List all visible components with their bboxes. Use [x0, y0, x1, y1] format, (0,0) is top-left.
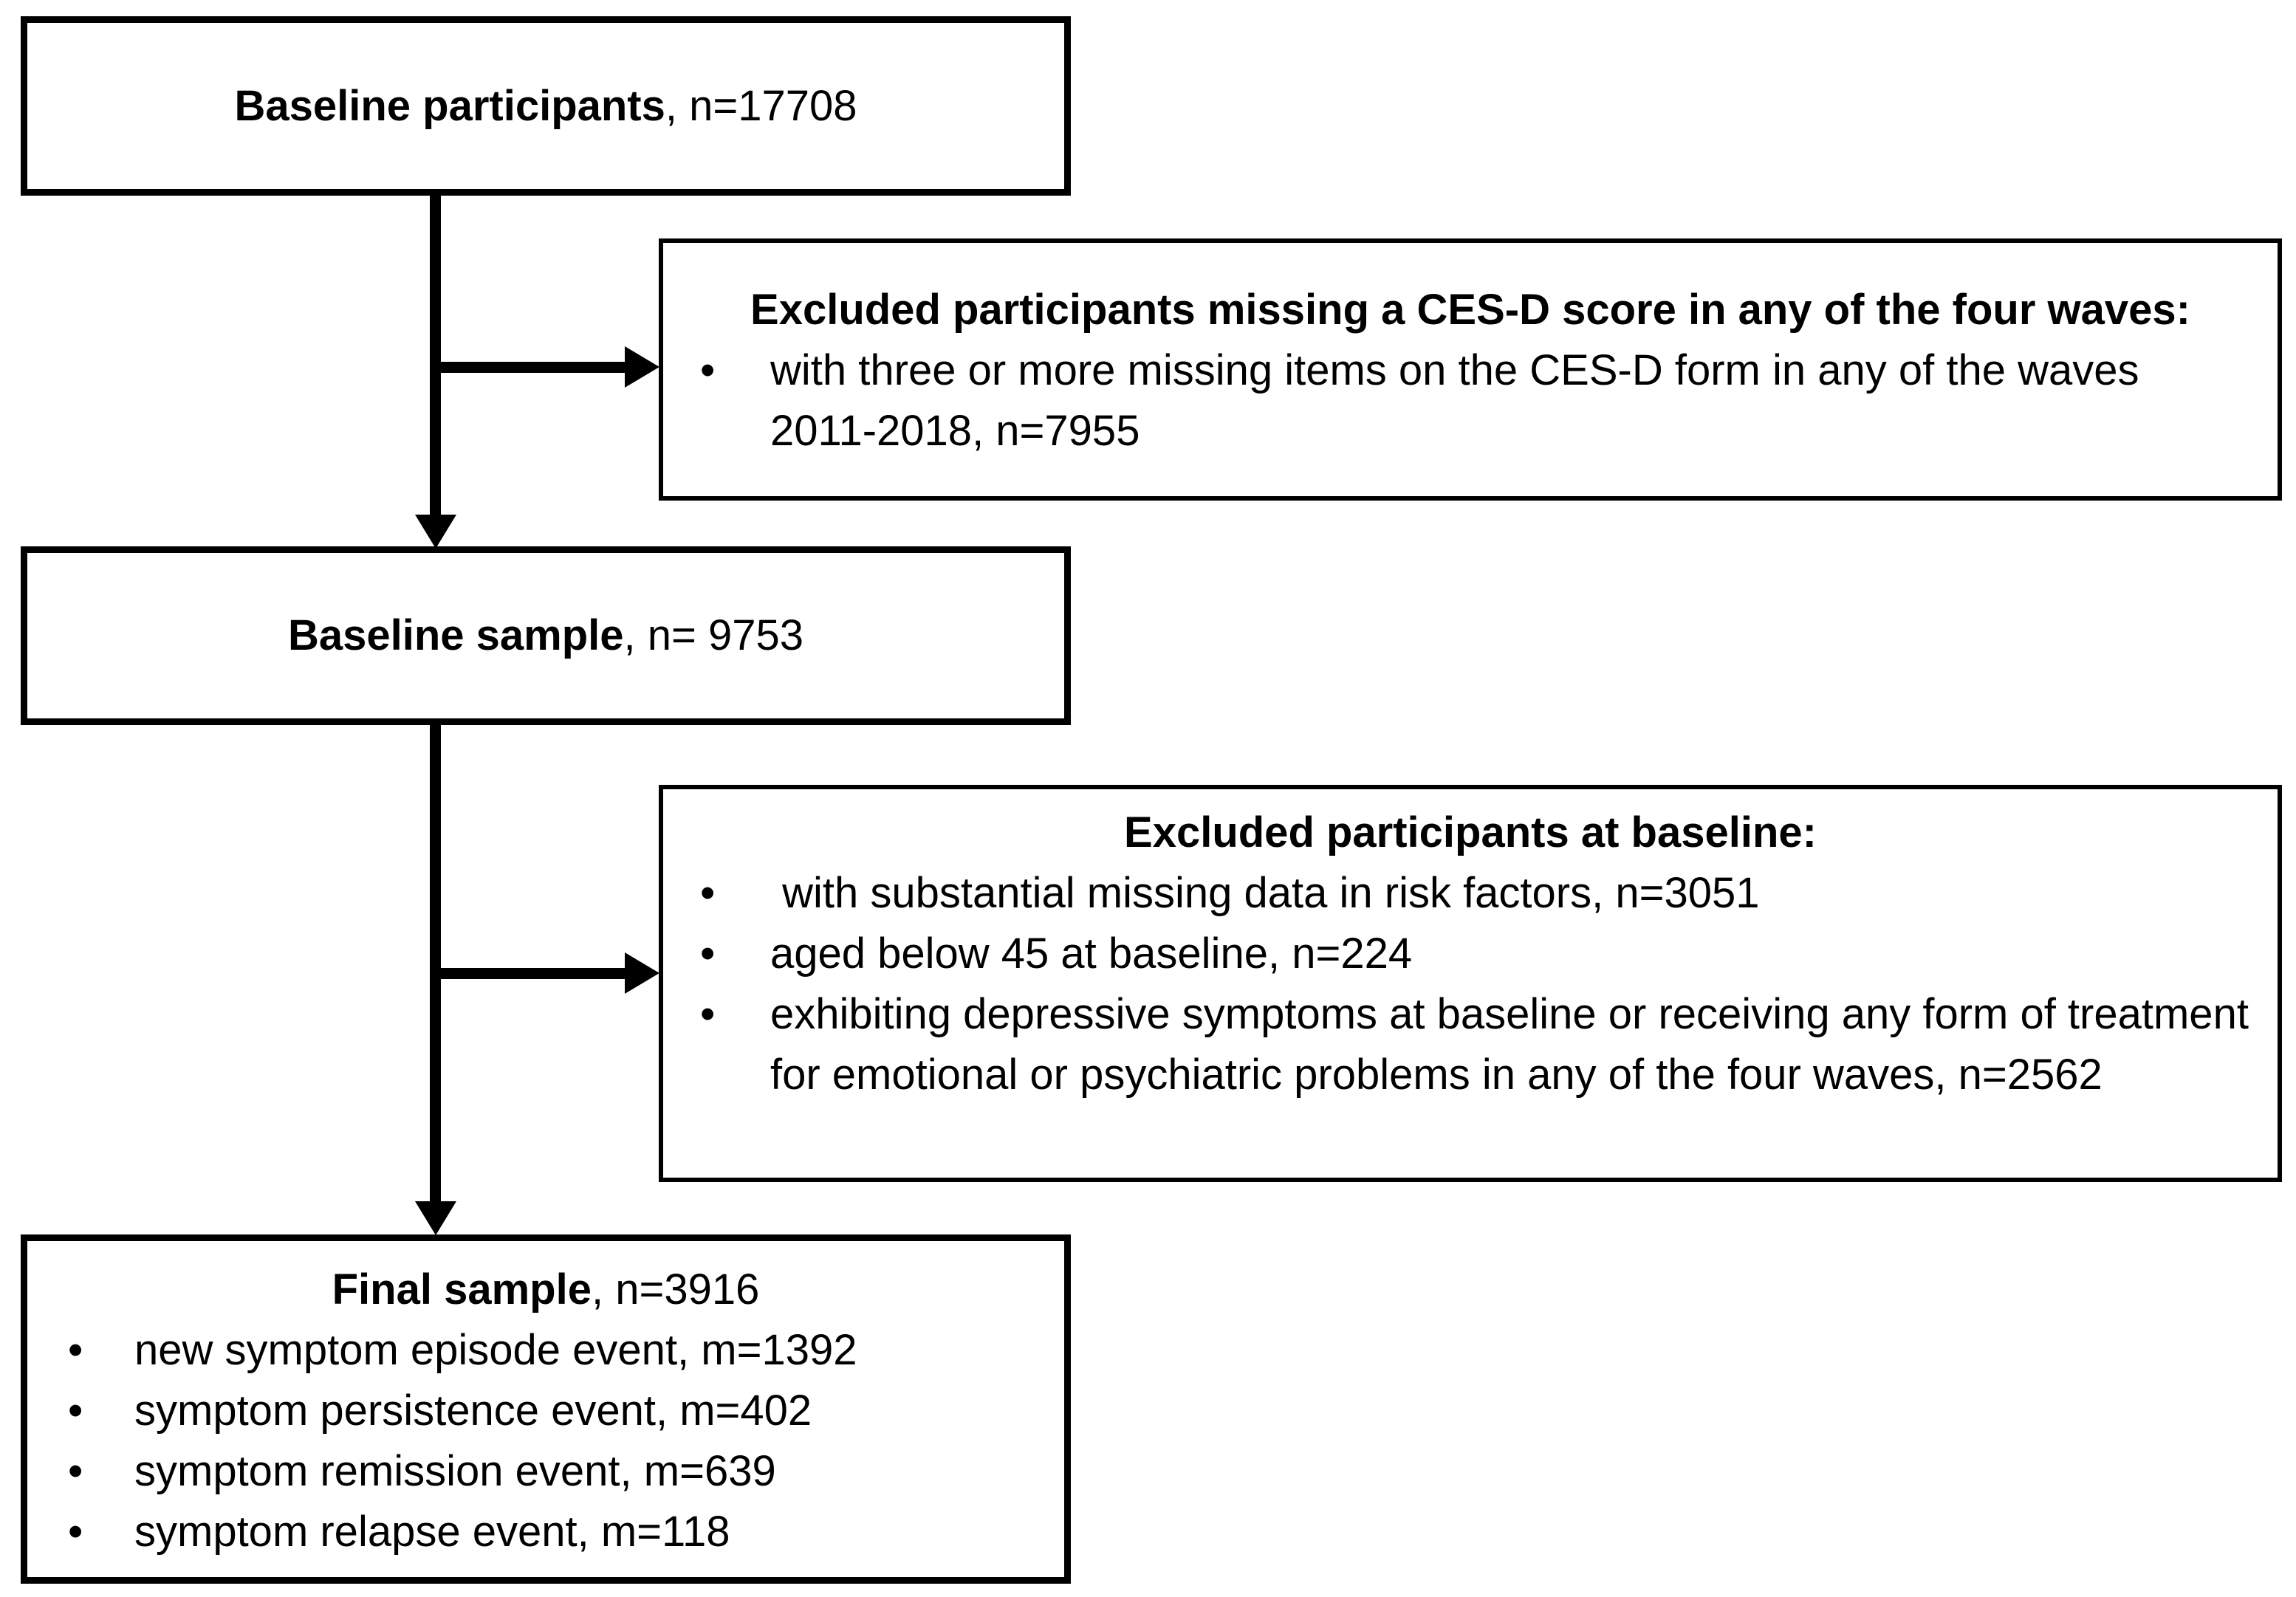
bullet-marker: •	[700, 990, 716, 1038]
bullet-item: • exhibiting depressive symptoms at base…	[663, 984, 2278, 1105]
flow-box-baseline-participants: Baseline participants, n=17708	[21, 16, 1071, 196]
bullet-marker: •	[700, 930, 716, 978]
bullet-item: • new symptom episode event, m=1392	[27, 1320, 1064, 1381]
bullet-marker: •	[68, 1326, 83, 1374]
arrowhead-right-icon	[625, 952, 659, 994]
arrowhead-down-icon	[415, 515, 456, 549]
box-title-bold: Final sample	[332, 1265, 592, 1313]
flow-box-baseline-sample: Baseline sample, n= 9753	[21, 546, 1071, 725]
bullet-item: • with substantial missing data in risk …	[663, 863, 2278, 924]
bullet-text: new symptom episode event, m=1392	[134, 1326, 857, 1374]
bullet-marker: •	[68, 1508, 83, 1556]
bullet-text: symptom remission event, m=639	[134, 1447, 776, 1495]
bullet-text: symptom persistence event, m=402	[134, 1387, 812, 1435]
box-title: Baseline participants, n=17708	[234, 76, 857, 137]
bullet-item: • symptom remission event, m=639	[27, 1441, 1064, 1502]
connector-line-vertical-2	[430, 722, 441, 1203]
bullet-item: • symptom relapse event, m=118	[27, 1502, 1064, 1562]
flow-box-final-sample: Final sample, n=3916 • new symptom episo…	[21, 1234, 1071, 1584]
bullet-text: symptom relapse event, m=118	[134, 1508, 730, 1556]
final-bullet-list: • new symptom episode event, m=1392 • sy…	[27, 1320, 1064, 1562]
box-title: Baseline sample, n= 9753	[288, 605, 803, 666]
bullet-text: with substantial missing data in risk fa…	[770, 869, 1760, 917]
bullet-item: • with three or more missing items on th…	[663, 340, 2278, 461]
exclusion-bullet-list: • with substantial missing data in risk …	[663, 863, 2278, 1105]
exclusion-heading: Excluded participants missing a CES-D sc…	[750, 286, 2190, 334]
connector-line-vertical-1	[430, 193, 441, 518]
bullet-item: • symptom persistence event, m=402	[27, 1381, 1064, 1441]
bullet-text: with three or more missing items on the …	[770, 346, 2151, 455]
box-title-count: , n=3916	[591, 1265, 760, 1313]
box-title: Final sample, n=3916	[27, 1260, 1064, 1320]
bullet-marker: •	[700, 346, 716, 394]
flow-box-excluded-cesd: Excluded participants missing a CES-D sc…	[659, 238, 2282, 501]
bullet-text: aged below 45 at baseline, n=224	[770, 930, 1413, 978]
box-title-bold: Baseline sample	[287, 611, 624, 659]
box-title-bold: Baseline participants	[234, 81, 665, 130]
box-title-count: , n=17708	[665, 81, 857, 130]
bullet-text: exhibiting depressive symptoms at baseli…	[770, 990, 2261, 1099]
arrowhead-down-icon	[415, 1201, 456, 1235]
exclusion-heading: Excluded participants at baseline:	[1124, 808, 1817, 856]
arrowhead-right-icon	[625, 346, 659, 388]
connector-line-branch-2	[436, 968, 626, 979]
exclusion-bullet-list: • with three or more missing items on th…	[663, 340, 2278, 461]
bullet-item: • aged below 45 at baseline, n=224	[663, 924, 2278, 984]
flow-box-excluded-baseline: Excluded participants at baseline: • wit…	[659, 785, 2282, 1182]
bullet-marker: •	[68, 1447, 83, 1495]
box-title-count: , n= 9753	[623, 611, 804, 659]
bullet-marker: •	[68, 1387, 83, 1435]
connector-line-branch-1	[436, 362, 626, 373]
bullet-marker: •	[700, 869, 716, 917]
